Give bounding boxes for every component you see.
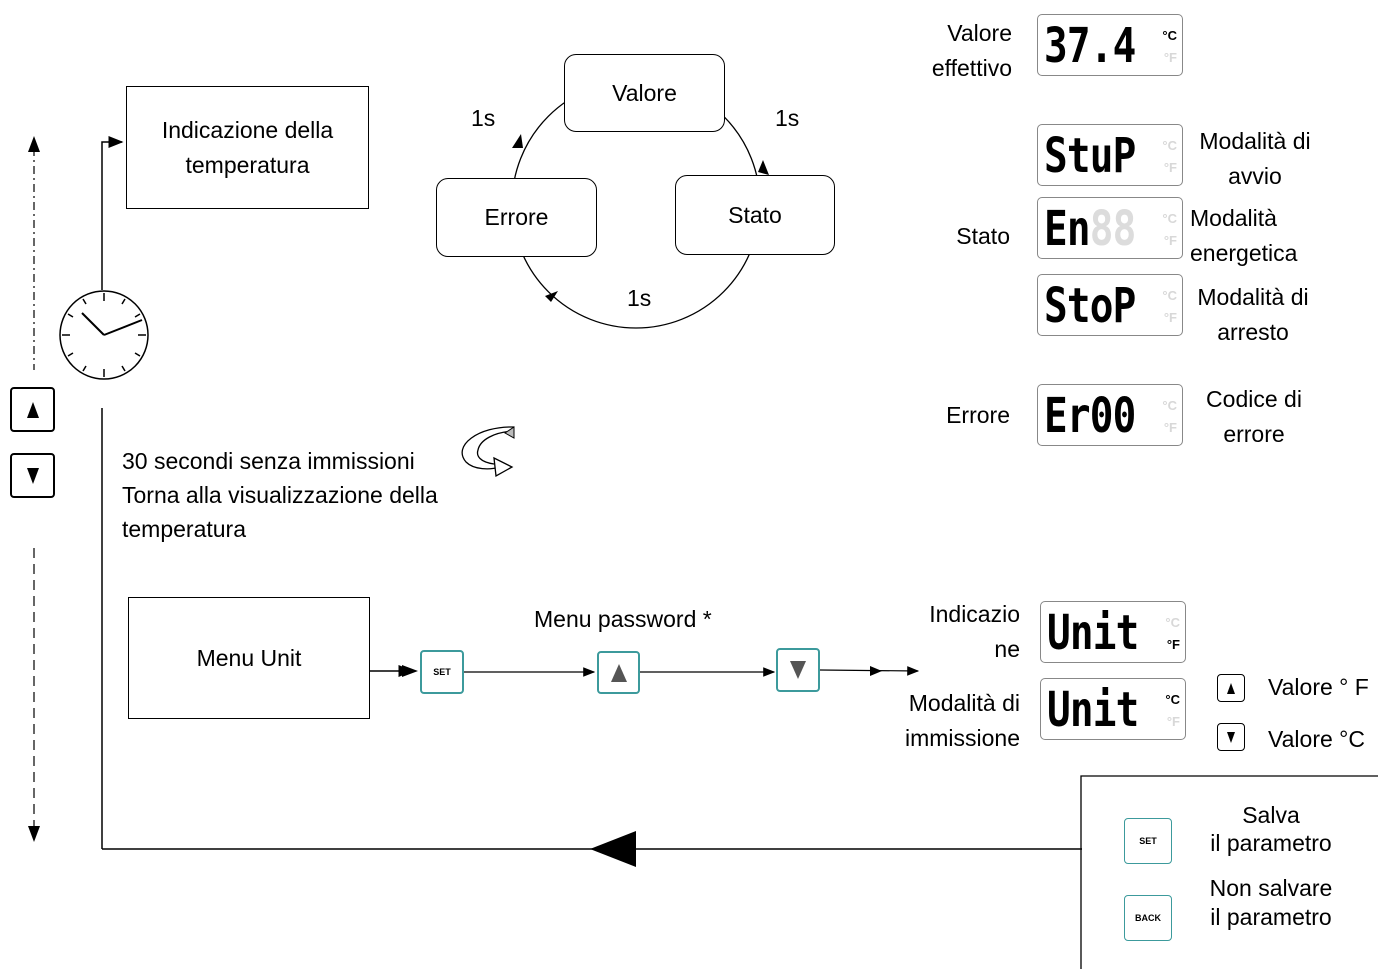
legend-down-value: Valore °C (1268, 726, 1365, 752)
legend-nosave-line2: il parametro (1210, 904, 1332, 930)
legend-up-key (1217, 674, 1245, 702)
legend-save-line1: Salva (1242, 802, 1300, 828)
error-label: Errore (946, 402, 1010, 428)
legend-nosave-line1: Non salvare (1209, 875, 1333, 901)
loop-return-arrow (590, 831, 636, 867)
legend-up-value: Valore ° F (1268, 674, 1369, 700)
display-error-reading: Er00 (1044, 388, 1136, 444)
flow-down-key[interactable] (776, 648, 820, 692)
down-key[interactable] (10, 453, 55, 498)
celsius-indicator: °C (1162, 288, 1177, 303)
cycle-time-2: 1s (775, 105, 800, 131)
legend-down-key (1217, 723, 1245, 751)
display-startup-reading: StuP (1044, 128, 1136, 184)
celsius-indicator: °C (1162, 138, 1177, 153)
stop-label: Modalità di arresto (1197, 284, 1309, 345)
celsius-indicator: °C (1165, 692, 1180, 707)
display-value-reading: 37.4 (1044, 18, 1136, 74)
cycle-errore-box: Errore (436, 178, 597, 257)
cycle-time-3: 1s (627, 285, 652, 311)
fahrenheit-indicator: °F (1163, 50, 1177, 65)
display-startup: StuP °C °F (1037, 124, 1183, 186)
legend-set-key-label: SET (1139, 836, 1157, 846)
loop-to-temp (101, 136, 124, 290)
celsius-indicator: °C (1162, 28, 1177, 43)
celsius-indicator: °C (1162, 211, 1177, 226)
cycle-arrow-3 (512, 134, 523, 148)
cycle-stato-box: Stato (675, 175, 835, 255)
value-label: Valore effettivo (931, 20, 1012, 81)
display-unit-f-reading: Unit (1047, 605, 1139, 661)
cycle-valore-box: Valore (564, 54, 725, 132)
flow-set-key[interactable]: SET (420, 650, 464, 694)
timeout-line2: Torna alla visualizzazione della (122, 482, 438, 508)
display-error: Er00 °C °F (1037, 384, 1183, 446)
celsius-indicator: °C (1162, 398, 1177, 413)
display-stop: StoP °C °F (1037, 274, 1183, 336)
unit-input-label: Modalità di immissione (904, 690, 1020, 751)
timeout-line1: 30 secondi senza immissioni (122, 448, 415, 474)
up-key[interactable] (10, 387, 55, 432)
scale-down-arrow (28, 826, 40, 842)
cycle-arrow-2 (545, 291, 558, 302)
display-unit-c-reading: Unit (1047, 682, 1139, 738)
legend-frame (1080, 775, 1378, 969)
legend-back-key: BACK (1124, 895, 1172, 941)
state-label: Stato (956, 223, 1010, 249)
legend-set-key: SET (1124, 818, 1172, 864)
cycle-valore-label: Valore (612, 79, 677, 106)
error-code-label: Codice di errore (1206, 386, 1302, 447)
fahrenheit-indicator: °F (1166, 714, 1180, 729)
energy-label: Modalità energetica (1190, 205, 1298, 266)
display-energy: En88 °C °F (1037, 197, 1183, 259)
display-value: 37.4 °C °F (1037, 14, 1183, 76)
cycle-arrow-1 (758, 160, 769, 175)
display-energy-reading: En88 (1044, 201, 1136, 257)
legend-save-line2: il parametro (1210, 830, 1332, 856)
legend-back-key-label: BACK (1135, 913, 1161, 923)
timeout-line3: temperatura (122, 516, 247, 542)
cycle-errore-label: Errore (484, 204, 549, 231)
menu-unit-label: Menu Unit (196, 644, 302, 671)
cycle-stato-label: Stato (728, 201, 782, 228)
display-unit-c: Unit °C °F (1040, 678, 1186, 740)
fahrenheit-indicator: °F (1166, 637, 1180, 652)
menu-unit-box: Menu Unit (128, 597, 370, 719)
flow-up-key[interactable] (597, 651, 640, 694)
temp-indication-box: Indicazione della temperatura (126, 86, 369, 209)
display-unit-f: Unit °C °F (1040, 601, 1186, 663)
fahrenheit-indicator: °F (1163, 233, 1177, 248)
clock-icon (59, 290, 149, 380)
display-stop-reading: StoP (1044, 278, 1136, 334)
temp-indication-label: Indicazione della temperatura (161, 117, 334, 178)
startup-label: Modalità di avvio (1199, 128, 1311, 189)
cycle-time-1: 1s (471, 105, 496, 131)
flow-to-unit (819, 666, 920, 676)
unit-indication-label: Indicazione (929, 601, 1020, 662)
return-curve-icon (461, 426, 515, 478)
celsius-indicator: °C (1165, 615, 1180, 630)
menu-password-label: Menu password * (534, 606, 712, 632)
fahrenheit-indicator: °F (1163, 420, 1177, 435)
fahrenheit-indicator: °F (1163, 310, 1177, 325)
fahrenheit-indicator: °F (1163, 160, 1177, 175)
scale-up-arrow (28, 136, 40, 152)
flow-set-key-label: SET (433, 667, 451, 677)
